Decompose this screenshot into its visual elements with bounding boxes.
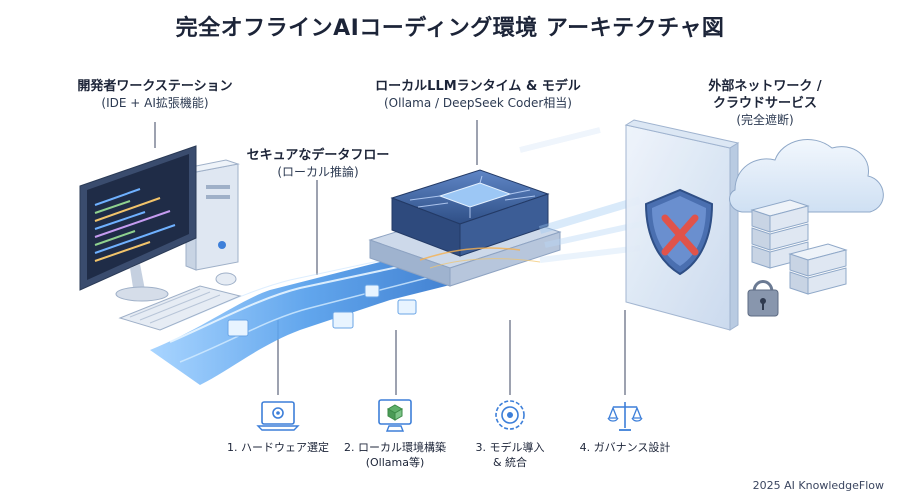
footer-credit: 2025 AI KnowledgeFlow [752,479,884,492]
step-2-line2: (Ollama等) [365,456,425,469]
runtime-title: ローカルLLMランタイム & モデル [375,79,581,94]
blocked-cross-icon [661,214,699,256]
firewall-glass-panel [624,119,740,331]
data-packet-icon [332,311,354,329]
server-stack-icon [750,199,810,269]
external-title-line2: クラウドサービス [712,96,817,111]
llm-runtime-chip-illustration [368,169,562,287]
step-4: 4. ガバナンス設計 [565,440,685,455]
workstation-label: 開発者ワークステーション (IDE + AI拡張機能) [55,78,255,111]
step-3-line1: 3. モデル導入 [475,441,545,454]
step-3: 3. モデル導入 & 統合 [450,440,570,470]
cloud-services-illustration [729,139,884,317]
step-4-line1: 4. ガバナンス設計 [579,441,671,454]
runtime-label: ローカルLLMランタイム & モデル (Ollama / DeepSeek Co… [360,78,596,111]
server-stack-icon [788,243,848,295]
dataflow-label: セキュアなデータフロー (ローカル推論) [228,147,408,180]
balance-scale-icon [607,402,643,431]
step-2-line1: 2. ローカル環境構築 [344,441,446,454]
workstation-title: 開発者ワークステーション [77,79,233,94]
data-packet-icon [227,319,249,337]
brain-gear-icon [495,400,525,430]
external-subtitle: (完全遮断) [736,113,794,127]
step-1: 1. ハードウェア選定 [218,440,338,455]
dataflow-title: セキュアなデータフロー [246,148,390,163]
workstation-illustration [79,145,242,331]
page-title: 完全オフラインAIコーディング環境 アーキテクチャ図 [175,16,725,41]
runtime-subtitle: (Ollama / DeepSeek Coder相当) [384,96,572,110]
step-2: 2. ローカル環境構築 (Ollama等) [335,440,455,470]
cloud-icon [729,139,884,213]
cube-monitor-icon [378,399,412,432]
external-network-label: 外部ネットワーク / クラウドサービス (完全遮断) [680,78,850,128]
gear-laptop-icon [256,401,300,431]
data-packet-icon [397,299,417,315]
outbound-streams [519,127,651,263]
external-title-line1: 外部ネットワーク / [708,79,822,94]
padlock-icon [747,280,779,317]
dataflow-subtitle: (ローカル推論) [277,165,359,179]
step-3-line2: & 統合 [492,456,528,469]
step-1-line1: 1. ハードウェア選定 [227,441,329,454]
workstation-subtitle: (IDE + AI拡張機能) [101,96,209,110]
secure-data-flow-path [150,249,470,385]
data-packet-icon [364,284,380,298]
